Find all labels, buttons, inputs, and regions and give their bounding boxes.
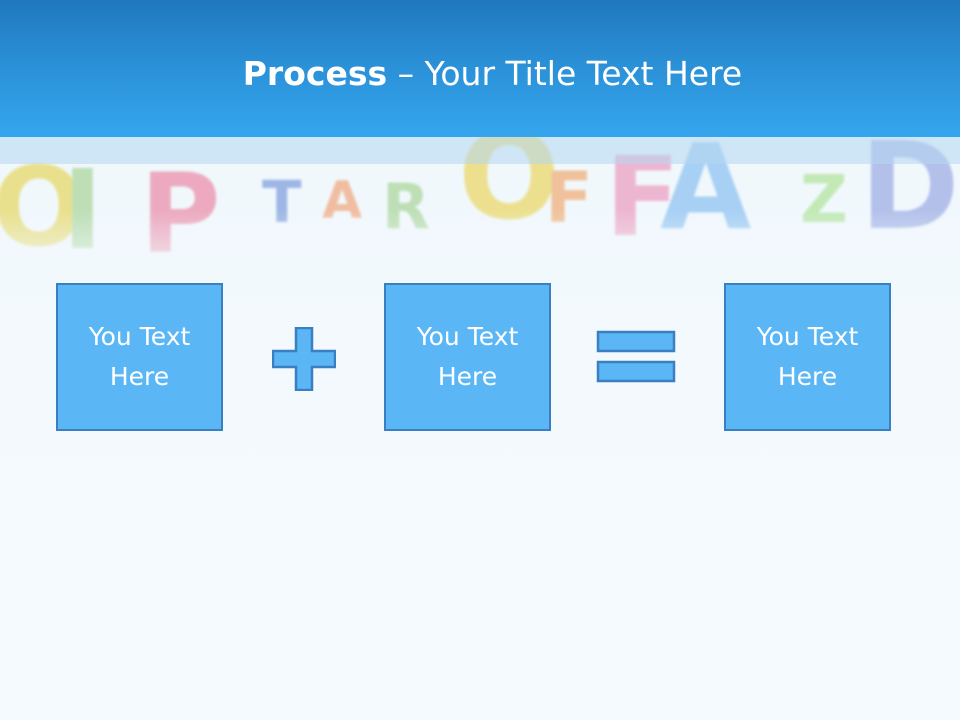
step-3-line-2: Here [777,362,838,391]
step-1-text: You Text Here [70,317,210,397]
slide-title[interactable]: Process – Your Title Text Here [0,52,960,96]
title-bold-part: Process [242,54,388,93]
step-2-line-1: You Text [416,322,519,351]
process-step-box-3[interactable]: You Text Here [724,283,891,431]
process-step-box-2[interactable]: You Text Here [384,283,551,431]
title-rest-part: – Your Title Text Here [387,54,743,93]
slide-header: Process – Your Title Text Here [0,0,960,137]
step-3-text: You Text Here [738,317,878,397]
step-1-line-1: You Text [88,322,191,351]
letter-fade-overlay [0,210,960,280]
equals-icon[interactable] [596,330,676,384]
step-2-text: You Text Here [398,317,538,397]
step-2-line-2: Here [437,362,498,391]
step-3-line-1: You Text [756,322,859,351]
step-1-line-2: Here [109,362,170,391]
letter-band-overlay [0,137,960,164]
plus-icon[interactable] [272,327,336,391]
process-step-box-1[interactable]: You Text Here [56,283,223,431]
